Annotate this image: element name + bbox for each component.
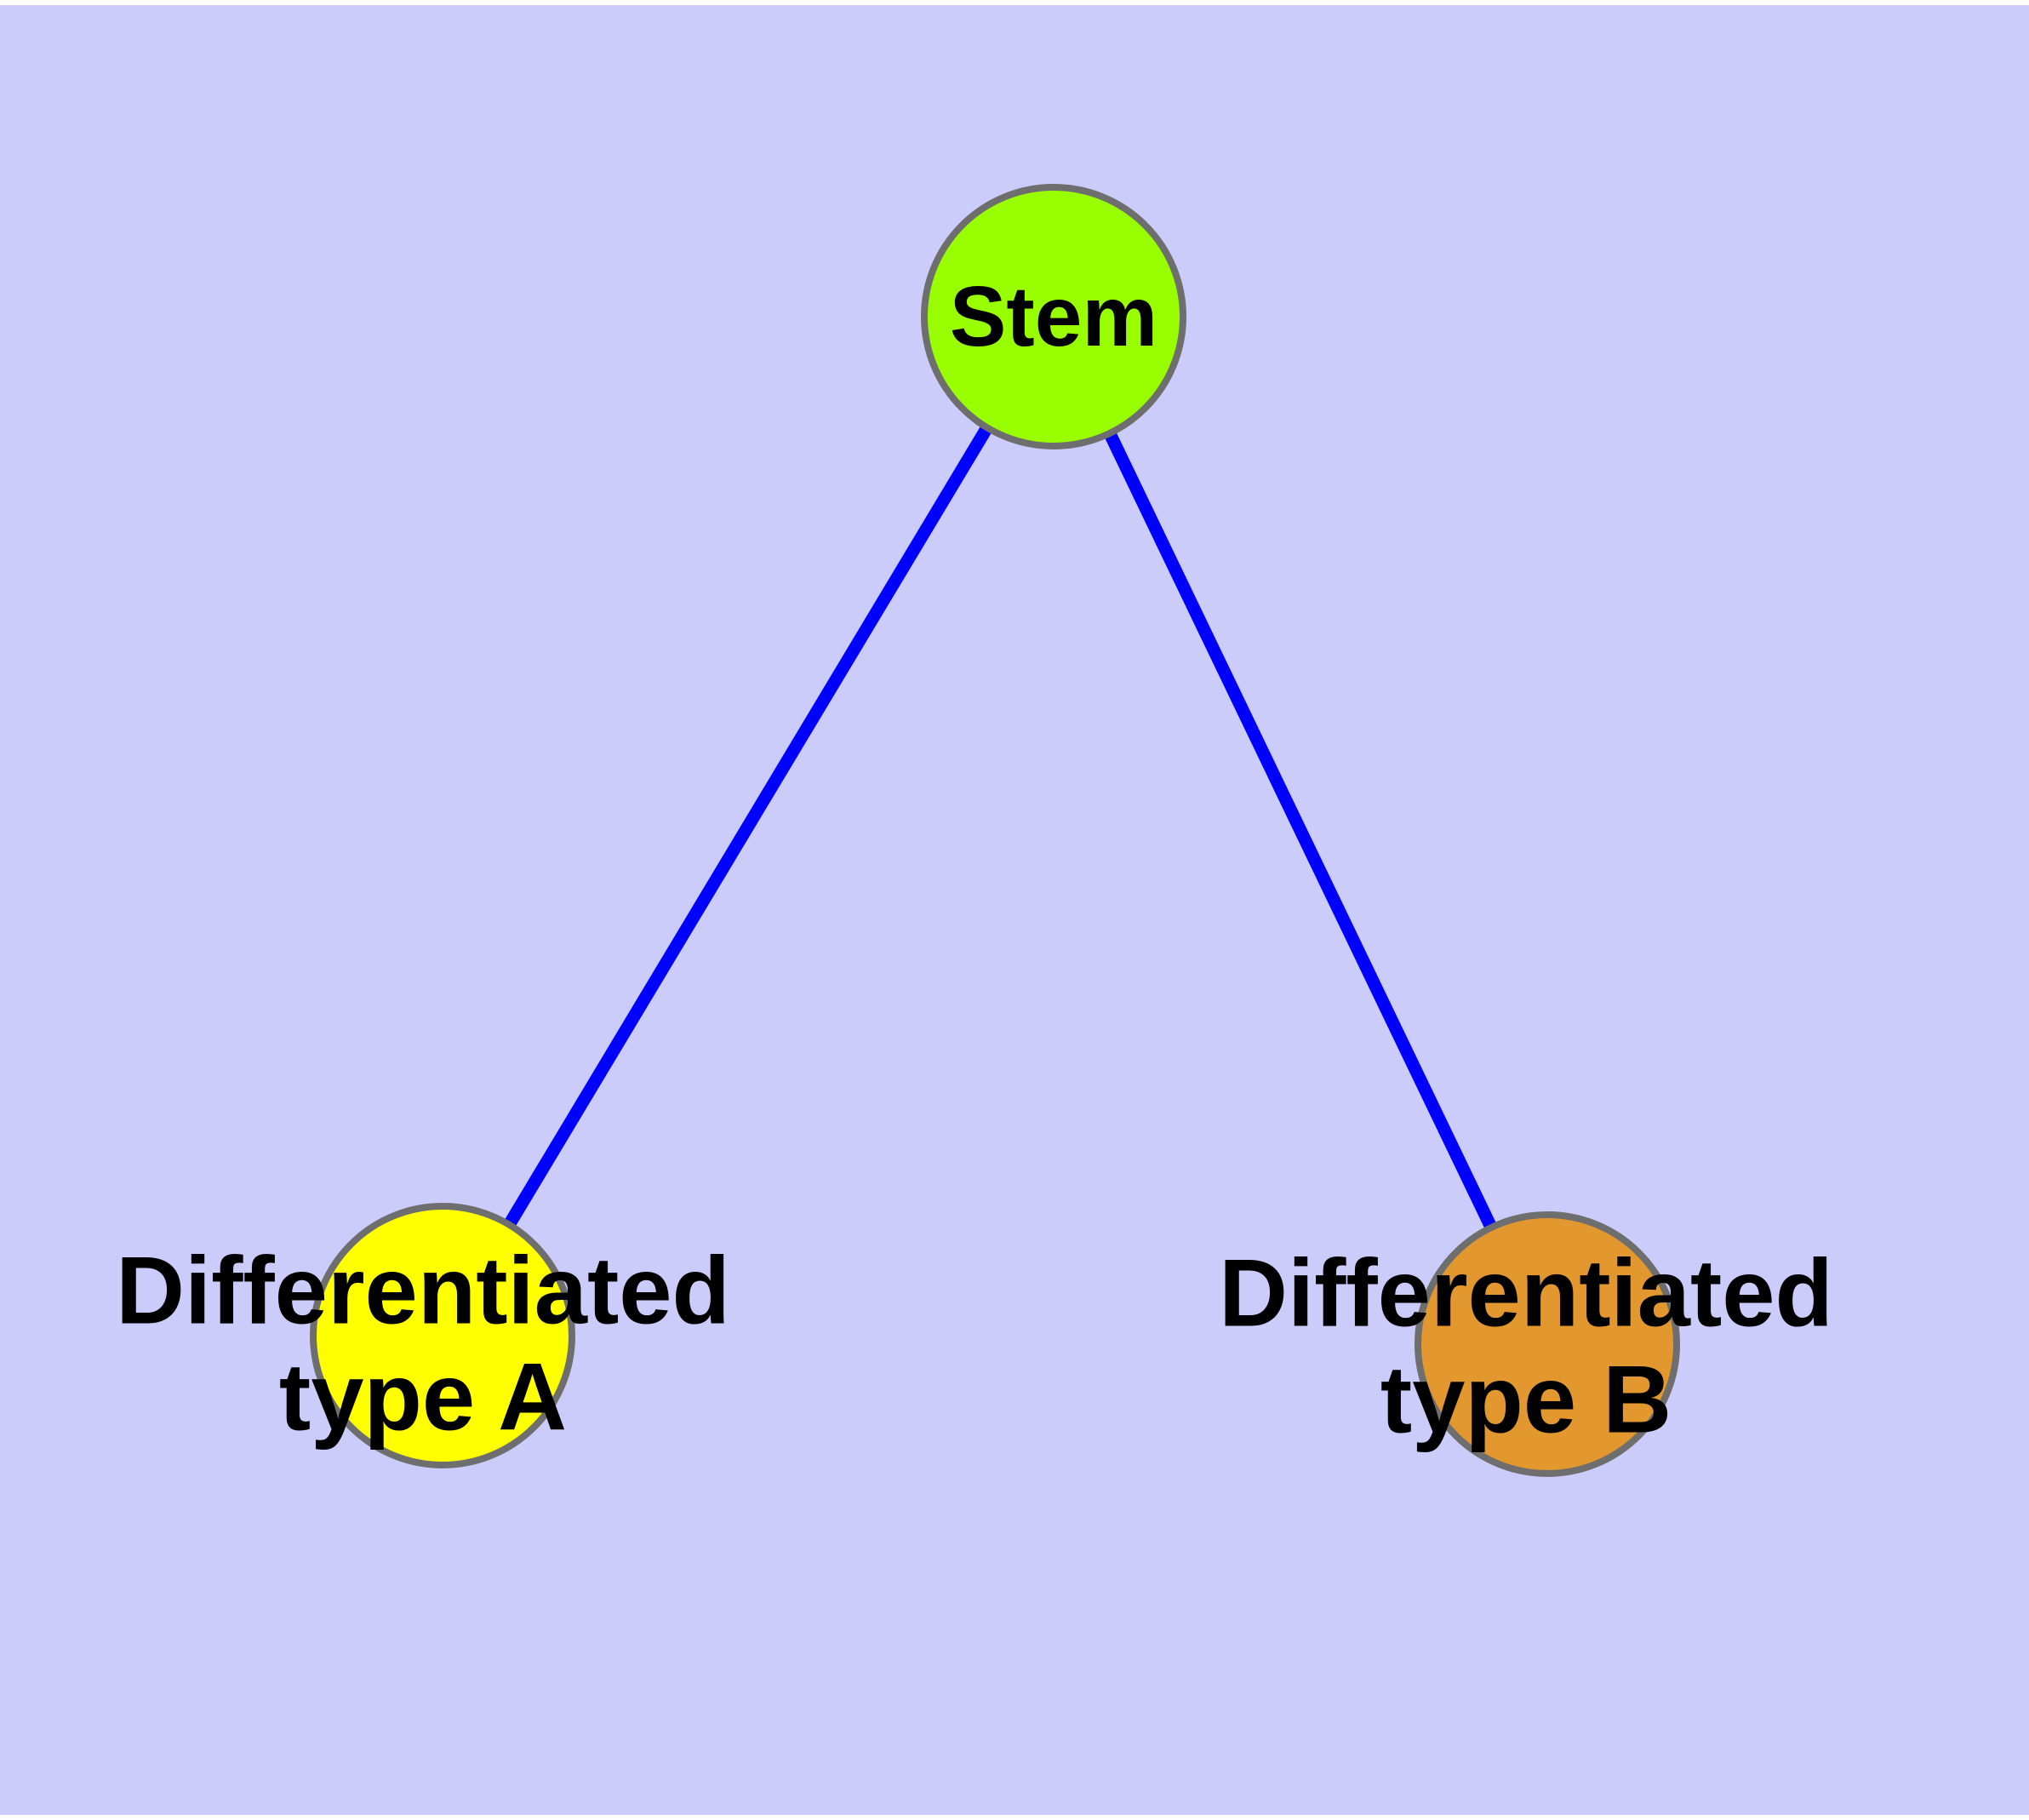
node-label-differentiated-type-a-line2: type A [279, 1344, 567, 1451]
diagram-canvas: Stem Differentiated type A Differentiate… [0, 5, 2029, 1815]
edge-stem-to-differentiated-type-a[interactable] [437, 313, 1060, 1339]
node-label-differentiated-type-b: Differentiated type B [1219, 1240, 1833, 1453]
cell-differentiation-graph: Stem Differentiated type A Differentiate… [116, 184, 1833, 1477]
node-circle-differentiated-type-a[interactable] [310, 1203, 575, 1468]
node-circle-differentiated-type-b[interactable] [1415, 1211, 1680, 1477]
node-label-stem: Stem [950, 269, 1158, 364]
label-layer: Stem Differentiated type A Differentiate… [116, 269, 1833, 1453]
node-differentiated-type-a[interactable] [310, 1203, 575, 1468]
node-stem[interactable] [921, 184, 1186, 449]
node-differentiated-type-b[interactable] [1415, 1211, 1680, 1477]
edge-stem-to-differentiated-type-b[interactable] [1048, 313, 1553, 1348]
edge-layer [437, 313, 1553, 1348]
node-layer [310, 184, 1680, 1477]
node-circle-stem[interactable] [921, 184, 1186, 449]
node-label-differentiated-type-a-line1: Differentiated [116, 1238, 730, 1344]
node-label-differentiated-type-a: Differentiated type A [116, 1238, 730, 1451]
node-label-differentiated-type-b-line1: Differentiated [1219, 1240, 1833, 1347]
node-label-differentiated-type-b-line2: type B [1380, 1347, 1672, 1453]
